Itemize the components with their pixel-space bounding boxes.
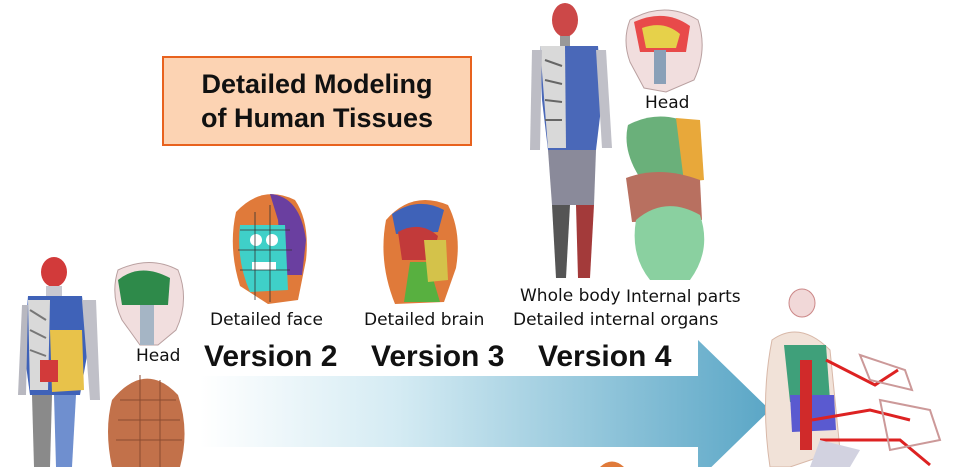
detailed-face-model [232, 194, 307, 304]
left-body-model [18, 257, 100, 467]
internal-parts-model [626, 116, 705, 280]
title-line-2: of Human Tissues [200, 103, 434, 133]
title-line-1: Detailed Modeling [201, 69, 433, 99]
label-head-left: Head [136, 346, 181, 366]
label-head-top: Head [645, 93, 690, 113]
left-head-model [114, 262, 184, 346]
seated-body-model [764, 288, 942, 467]
label-detailed-face: Detailed face [210, 310, 323, 330]
label-detailed-brain: Detailed brain [364, 310, 485, 330]
bottom-fragment [600, 461, 624, 467]
whole-body-model [530, 3, 612, 278]
label-internal-parts: Internal parts [626, 287, 741, 307]
label-detailed-internal-organs: Detailed internal organs [513, 310, 719, 330]
version-4-label: Version 4 [538, 340, 672, 373]
version-3-label: Version 3 [371, 340, 505, 373]
detailed-brain-model [383, 200, 458, 304]
label-whole-body: Whole body [520, 286, 621, 306]
version-2-label: Version 2 [204, 340, 338, 373]
left-organ-model [108, 375, 185, 467]
title-box: Detailed Modeling of Human Tissues [162, 56, 472, 146]
head-top-model [625, 9, 703, 93]
